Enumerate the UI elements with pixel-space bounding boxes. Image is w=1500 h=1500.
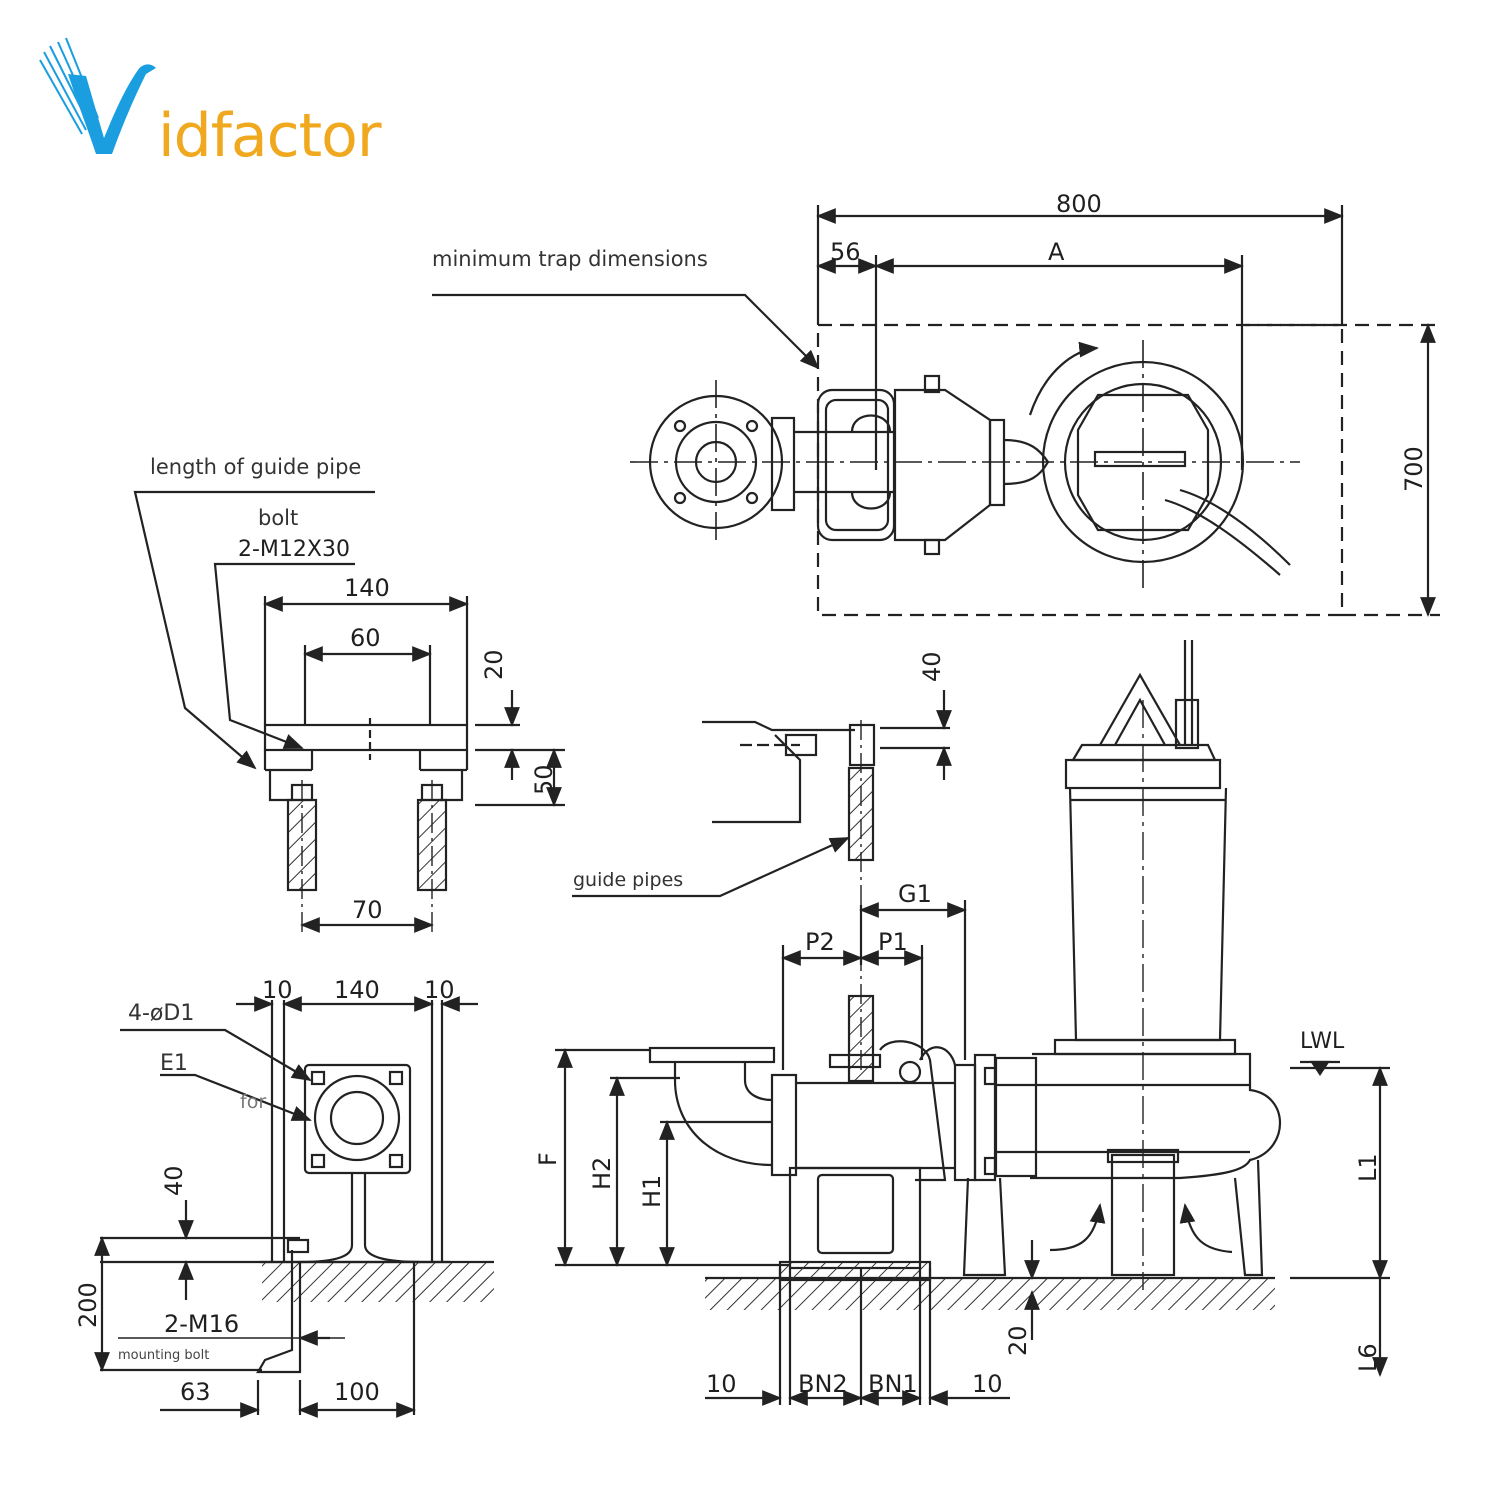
annotation-labels: minimum trap dimensions 800 56 A 700 len… [74,190,1428,1406]
dim-bracket-140: 140 [344,574,390,602]
dim-base-200: 200 [74,1282,102,1328]
guide-pipes-note: guide pipes [573,869,683,891]
logo-wordmark: idfactor [158,101,382,171]
dim-front-20: 20 [1004,1325,1032,1356]
dim-base-10b: 10 [424,976,455,1004]
guide-pipe-side-view [572,690,952,1070]
trap-note: minimum trap dimensions [432,247,708,271]
dim-base-40: 40 [160,1165,188,1196]
dim-f: F [534,1152,562,1166]
pump-side-view [555,640,1390,1406]
dim-h2: H2 [588,1157,616,1190]
bird-icon [39,37,156,154]
dim-bracket-70: 70 [352,896,383,924]
dim-base-100: 100 [334,1378,380,1406]
vidfactor-logo: idfactor [38,34,398,174]
bolt-spec: 2-M12X30 [238,537,350,562]
hole-note: 4-øD1 [128,1001,194,1026]
e1-note: E1 [160,1051,188,1076]
dim-800: 800 [1056,190,1102,218]
dim-base-10a: 10 [262,976,293,1004]
mounting-bolt-note: mounting bolt [118,1348,209,1363]
lwl-label: LWL [1300,1029,1345,1054]
top-view [432,205,1440,617]
dim-bracket-20: 20 [480,649,508,680]
dim-bn2: BN2 [798,1370,848,1398]
dim-bn-10a: 10 [706,1370,737,1398]
mounting-bolt-spec: 2-M16 [164,1310,239,1338]
dim-g1: G1 [898,880,932,908]
guide-bracket-view [133,490,565,935]
dim-p2: P2 [805,928,835,956]
guide-pipe-length-note: length of guide pipe [150,455,361,479]
dim-a: A [1048,238,1065,266]
dim-bn1: BN1 [868,1370,918,1398]
bolt-note: bolt [258,506,298,530]
dim-l6: L6 [1354,1343,1382,1372]
base-front-view [94,996,494,1418]
dim-side-40: 40 [918,651,946,682]
dim-700: 700 [1400,446,1428,492]
dim-56: 56 [830,238,861,266]
dim-p1: P1 [878,928,908,956]
dim-bn-10b: 10 [972,1370,1003,1398]
dim-bracket-50: 50 [530,764,558,795]
for-note: for [240,1091,266,1113]
dim-h1: H1 [638,1175,666,1208]
dim-bracket-60: 60 [350,624,381,652]
dim-base-63: 63 [180,1378,211,1406]
dim-l1: L1 [1354,1153,1382,1182]
dim-base-140: 140 [334,976,380,1004]
